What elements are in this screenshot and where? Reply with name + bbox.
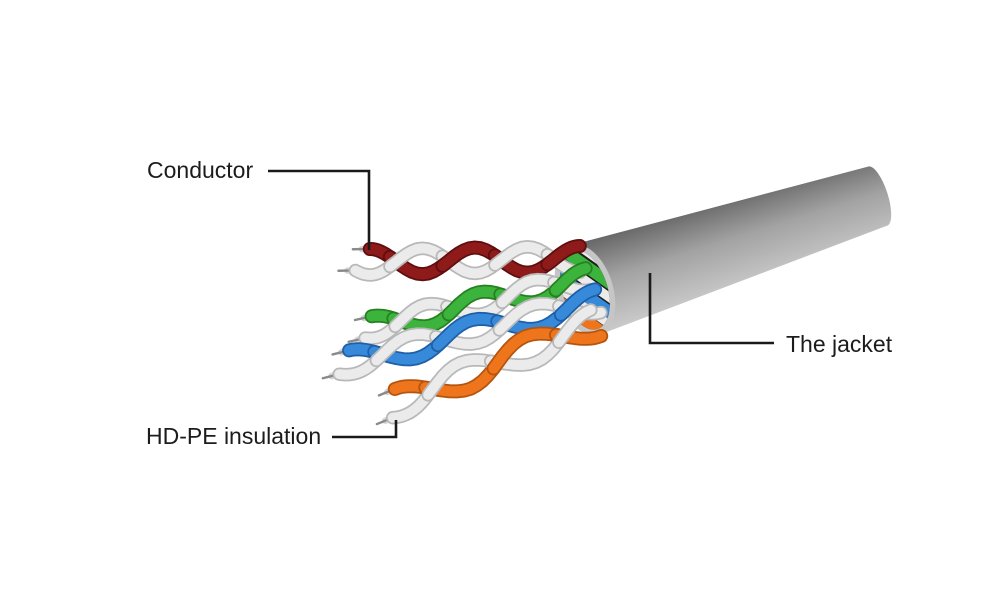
pair-dark-red-white	[337, 239, 587, 282]
pair-blue-white	[321, 282, 608, 382]
cable-jacket	[555, 166, 892, 336]
conductor-pin	[375, 419, 388, 426]
conductor-pin	[321, 374, 334, 380]
conductor-pin	[377, 390, 390, 397]
leader-line-the-jacket	[648, 273, 774, 345]
leader-lines	[268, 169, 774, 439]
label-the-jacket: The jacket	[786, 331, 893, 357]
conductor-pin	[353, 316, 366, 322]
label-hdpe-insulation: HD-PE insulation	[146, 423, 322, 449]
leader-line-hdpe-insulation	[332, 420, 398, 439]
pair-orange-white	[375, 303, 609, 426]
leader-line-conductor	[268, 169, 371, 250]
conductor-pin	[331, 350, 344, 356]
conductor-pin	[347, 338, 360, 344]
label-conductor: Conductor	[147, 157, 254, 183]
